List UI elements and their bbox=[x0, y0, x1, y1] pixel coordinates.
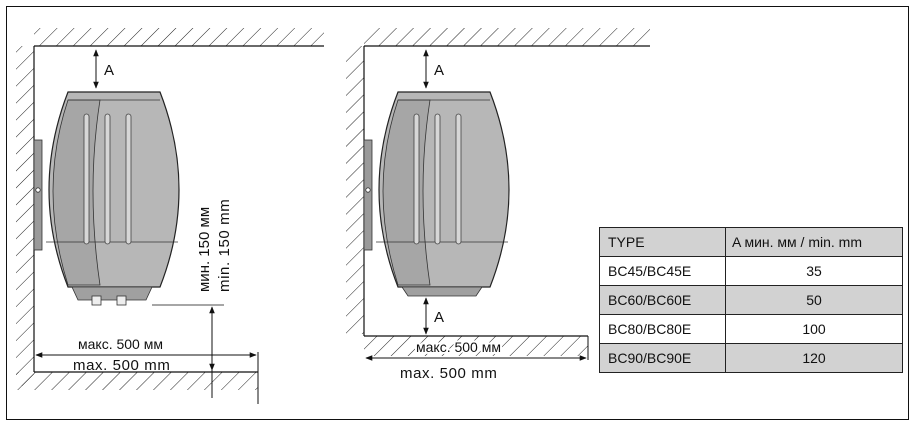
table-cell-value: 100 bbox=[725, 314, 903, 344]
clearance-a-bottom-2: A bbox=[434, 309, 444, 326]
table-row: BC80/BC80E 100 bbox=[599, 314, 903, 344]
ceiling-1 bbox=[34, 28, 324, 46]
max-width-ru-1: макс. 500 мм bbox=[78, 336, 163, 352]
clearance-table: TYPE A мин. мм / min. mm BC45/BC45E 35 B… bbox=[599, 227, 903, 373]
table-cell-value: 50 bbox=[725, 285, 903, 315]
wall-1 bbox=[16, 46, 34, 386]
max-width-en-1: max. 500 mm bbox=[73, 357, 170, 374]
figure-frame bbox=[6, 6, 909, 420]
heater-2 bbox=[363, 91, 510, 297]
min-height-en: min. 150 mm bbox=[216, 199, 233, 292]
table-cell-type: BC90/BC90E bbox=[599, 343, 726, 373]
table-header-type: TYPE bbox=[599, 227, 726, 257]
table-header-clearance: A мин. мм / min. mm bbox=[725, 227, 903, 257]
table-cell-type: BC80/BC80E bbox=[599, 314, 726, 344]
table-row: BC45/BC45E 35 bbox=[599, 256, 903, 286]
diagram-2: A A макс. 500 мм max. 500 mm bbox=[346, 28, 650, 382]
clearance-a-top-2: A bbox=[434, 62, 444, 79]
table-row: BC60/BC60E 50 bbox=[599, 285, 903, 315]
clearance-a-top-1: A bbox=[104, 62, 114, 79]
diagram-1: A мин. 150 мм min. 150 mm макс. 500 мм m… bbox=[16, 28, 324, 404]
min-height-ru: мин. 150 мм bbox=[196, 207, 213, 292]
table-header-row: TYPE A мин. мм / min. mm bbox=[599, 227, 903, 257]
ceiling-2 bbox=[364, 28, 650, 46]
hearth-2 bbox=[364, 336, 588, 356]
max-width-ru-2: макс. 500 мм bbox=[416, 339, 501, 355]
max-width-en-2: max. 500 mm bbox=[400, 365, 497, 382]
table-cell-value: 35 bbox=[725, 256, 903, 286]
wall-2 bbox=[346, 46, 364, 334]
table-cell-type: BC45/BC45E bbox=[599, 256, 726, 286]
table-cell-type: BC60/BC60E bbox=[599, 285, 726, 315]
table-row: BC90/BC90E 120 bbox=[599, 343, 903, 373]
heater-1 bbox=[33, 91, 180, 306]
floor-1 bbox=[16, 372, 258, 390]
table-cell-value: 120 bbox=[725, 343, 903, 373]
